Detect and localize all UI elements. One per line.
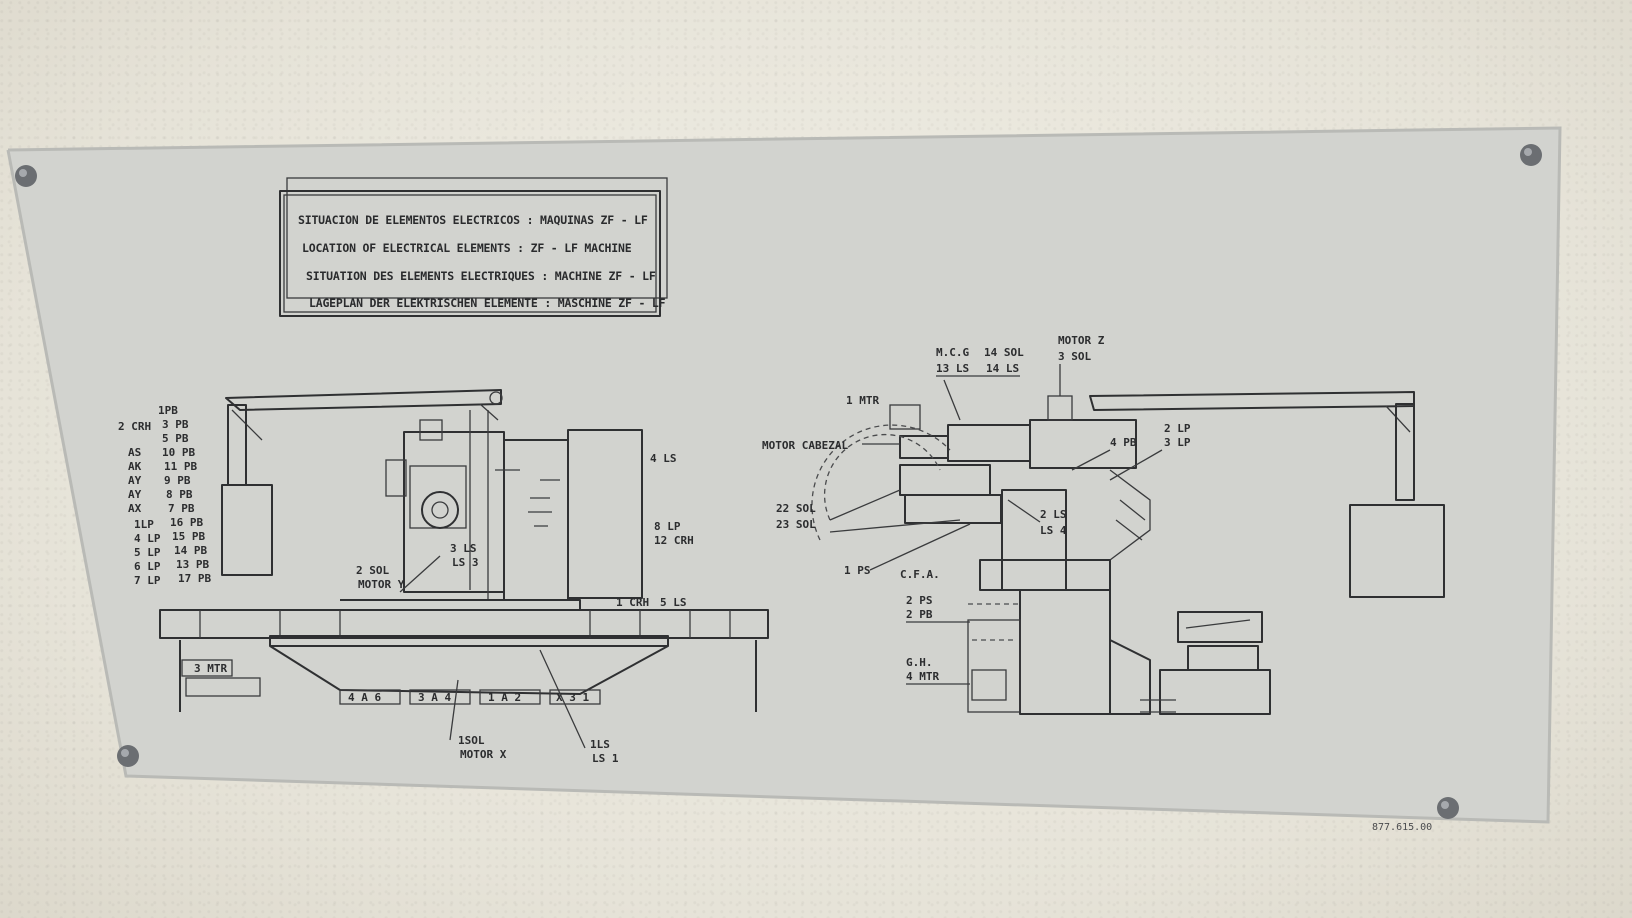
label-1ps: 1 PS <box>844 564 871 577</box>
motor-3mtr-box <box>185 677 261 697</box>
svg-text:17 PB: 17 PB <box>178 572 211 585</box>
label-1ls: 1LS <box>590 738 610 751</box>
label-14sol: 14 SOL <box>984 346 1024 359</box>
base-right <box>1159 669 1271 715</box>
label-3sol: 3 SOL <box>1058 350 1091 363</box>
label-ls1: LS 1 <box>592 752 619 765</box>
label-4mtr: 4 MTR <box>906 670 939 683</box>
title-line-de: LAGEPLAN DER ELEKTRISCHEN ELEMENTE : MAS… <box>309 296 666 310</box>
motor-cabezal <box>899 435 949 459</box>
callout-column-b: 1PB 3 PB 5 PB 10 PB 11 PB 9 PB 8 PB 7 PB… <box>158 404 211 585</box>
label-3lp: 3 LP <box>1164 436 1191 449</box>
label-motor-x: MOTOR X <box>460 748 507 761</box>
svg-text:4 LP: 4 LP <box>134 532 161 545</box>
svg-text:AK: AK <box>128 460 142 473</box>
svg-text:2 CRH: 2 CRH <box>118 420 151 433</box>
label-1crh: 1 CRH <box>616 596 649 609</box>
label-2lp: 2 LP <box>1164 422 1191 435</box>
table-mark-4: X 3 1 <box>556 691 589 704</box>
screw-icon <box>1437 797 1459 819</box>
screw-icon <box>1520 144 1542 166</box>
label-motor-cabezal: MOTOR CABEZAL <box>762 439 848 452</box>
pendant-column-right <box>1395 403 1415 501</box>
label-mcg: M.C.G <box>936 346 969 359</box>
label-23sol: 23 SOL <box>776 518 816 531</box>
svg-text:5 PB: 5 PB <box>162 432 189 445</box>
title-block: SITUACION DE ELEMENTOS ELECTRICOS : MAQU… <box>279 177 668 317</box>
svg-text:AY: AY <box>128 474 142 487</box>
svg-text:9 PB: 9 PB <box>164 474 191 487</box>
svg-text:7 LP: 7 LP <box>134 574 161 587</box>
control-pendant <box>221 484 273 576</box>
label-ls4: LS 4 <box>1040 524 1067 537</box>
label-1mtr: 1 MTR <box>846 394 879 407</box>
svg-text:7 PB: 7 PB <box>168 502 195 515</box>
spindle-nose <box>421 491 459 529</box>
svg-text:11 PB: 11 PB <box>164 460 197 473</box>
label-5ls: 5 LS <box>660 596 687 609</box>
title-line-es: SITUACION DE ELEMENTOS ELECTRICOS : MAQU… <box>298 213 648 227</box>
label-2pb: 2 PB <box>906 608 933 621</box>
svg-text:6 LP: 6 LP <box>134 560 161 573</box>
reference-number: 877.615.00 <box>1372 822 1432 833</box>
svg-text:AS: AS <box>128 446 141 459</box>
label-ls3: LS 3 <box>452 556 479 569</box>
label-1sol: 1SOL <box>458 734 485 747</box>
screw-icon <box>15 165 37 187</box>
callout-column-a: 2 CRH AS AK AY AY AX 1LP 4 LP 5 LP 6 LP … <box>118 420 161 587</box>
svg-text:10 PB: 10 PB <box>162 446 195 459</box>
label-22sol: 22 SOL <box>776 502 816 515</box>
label-2sol: 2 SOL <box>356 564 389 577</box>
label-8lp: 8 LP <box>654 520 681 533</box>
title-line-en: LOCATION OF ELECTRICAL ELEMENTS : ZF - L… <box>302 241 632 255</box>
left-machine-view: 4 A 6 3 A 4 1 A 2 X 3 1 3 MTR 2 CRH AS A… <box>118 389 769 765</box>
work-table <box>269 635 669 647</box>
svg-text:8 PB: 8 PB <box>166 488 193 501</box>
svg-text:AX: AX <box>128 502 142 515</box>
svg-text:5 LP: 5 LP <box>134 546 161 559</box>
table-mark-1: 4 A 6 <box>348 691 381 704</box>
vise <box>1177 611 1263 643</box>
control-pendant-right <box>1349 504 1445 598</box>
label-13ls: 13 LS <box>936 362 969 375</box>
svg-text:3 PB: 3 PB <box>162 418 189 431</box>
svg-text:1PB: 1PB <box>158 404 178 417</box>
label-12crh: 12 CRH <box>654 534 694 547</box>
title-line-fr: SITUATION DES ELEMENTS ELECTRIQUES : MAC… <box>306 269 656 283</box>
right-machine-view: M.C.G 14 SOL 13 LS 14 LS MOTOR Z 3 SOL 1… <box>762 334 1445 715</box>
label-4ls: 4 LS <box>650 452 677 465</box>
label-gh: G.H. <box>906 656 933 669</box>
svg-text:13 PB: 13 PB <box>176 558 209 571</box>
svg-text:16 PB: 16 PB <box>170 516 203 529</box>
svg-text:1LP: 1LP <box>134 518 154 531</box>
label-14ls: 14 LS <box>986 362 1019 375</box>
label-2ps: 2 PS <box>906 594 933 607</box>
screw-icon <box>117 745 139 767</box>
metal-plate <box>8 128 1560 822</box>
svg-text:14 PB: 14 PB <box>174 544 207 557</box>
label-2ls: 2 LS <box>1040 508 1067 521</box>
spindle-head <box>403 431 505 593</box>
label-4pb: 4 PB <box>1110 436 1137 449</box>
label-motor-y: MOTOR Y <box>358 578 405 591</box>
label-motor-z: MOTOR Z <box>1058 334 1105 347</box>
table-mark-2: 3 A 4 <box>418 691 451 704</box>
label-3ls: 3 LS <box>450 542 477 555</box>
svg-text:AY: AY <box>128 488 142 501</box>
table-mark-3: 1 A 2 <box>488 691 521 704</box>
svg-text:15 PB: 15 PB <box>172 530 205 543</box>
label-cfa: C.F.A. <box>900 568 940 581</box>
label-3mtr: 3 MTR <box>194 662 227 675</box>
